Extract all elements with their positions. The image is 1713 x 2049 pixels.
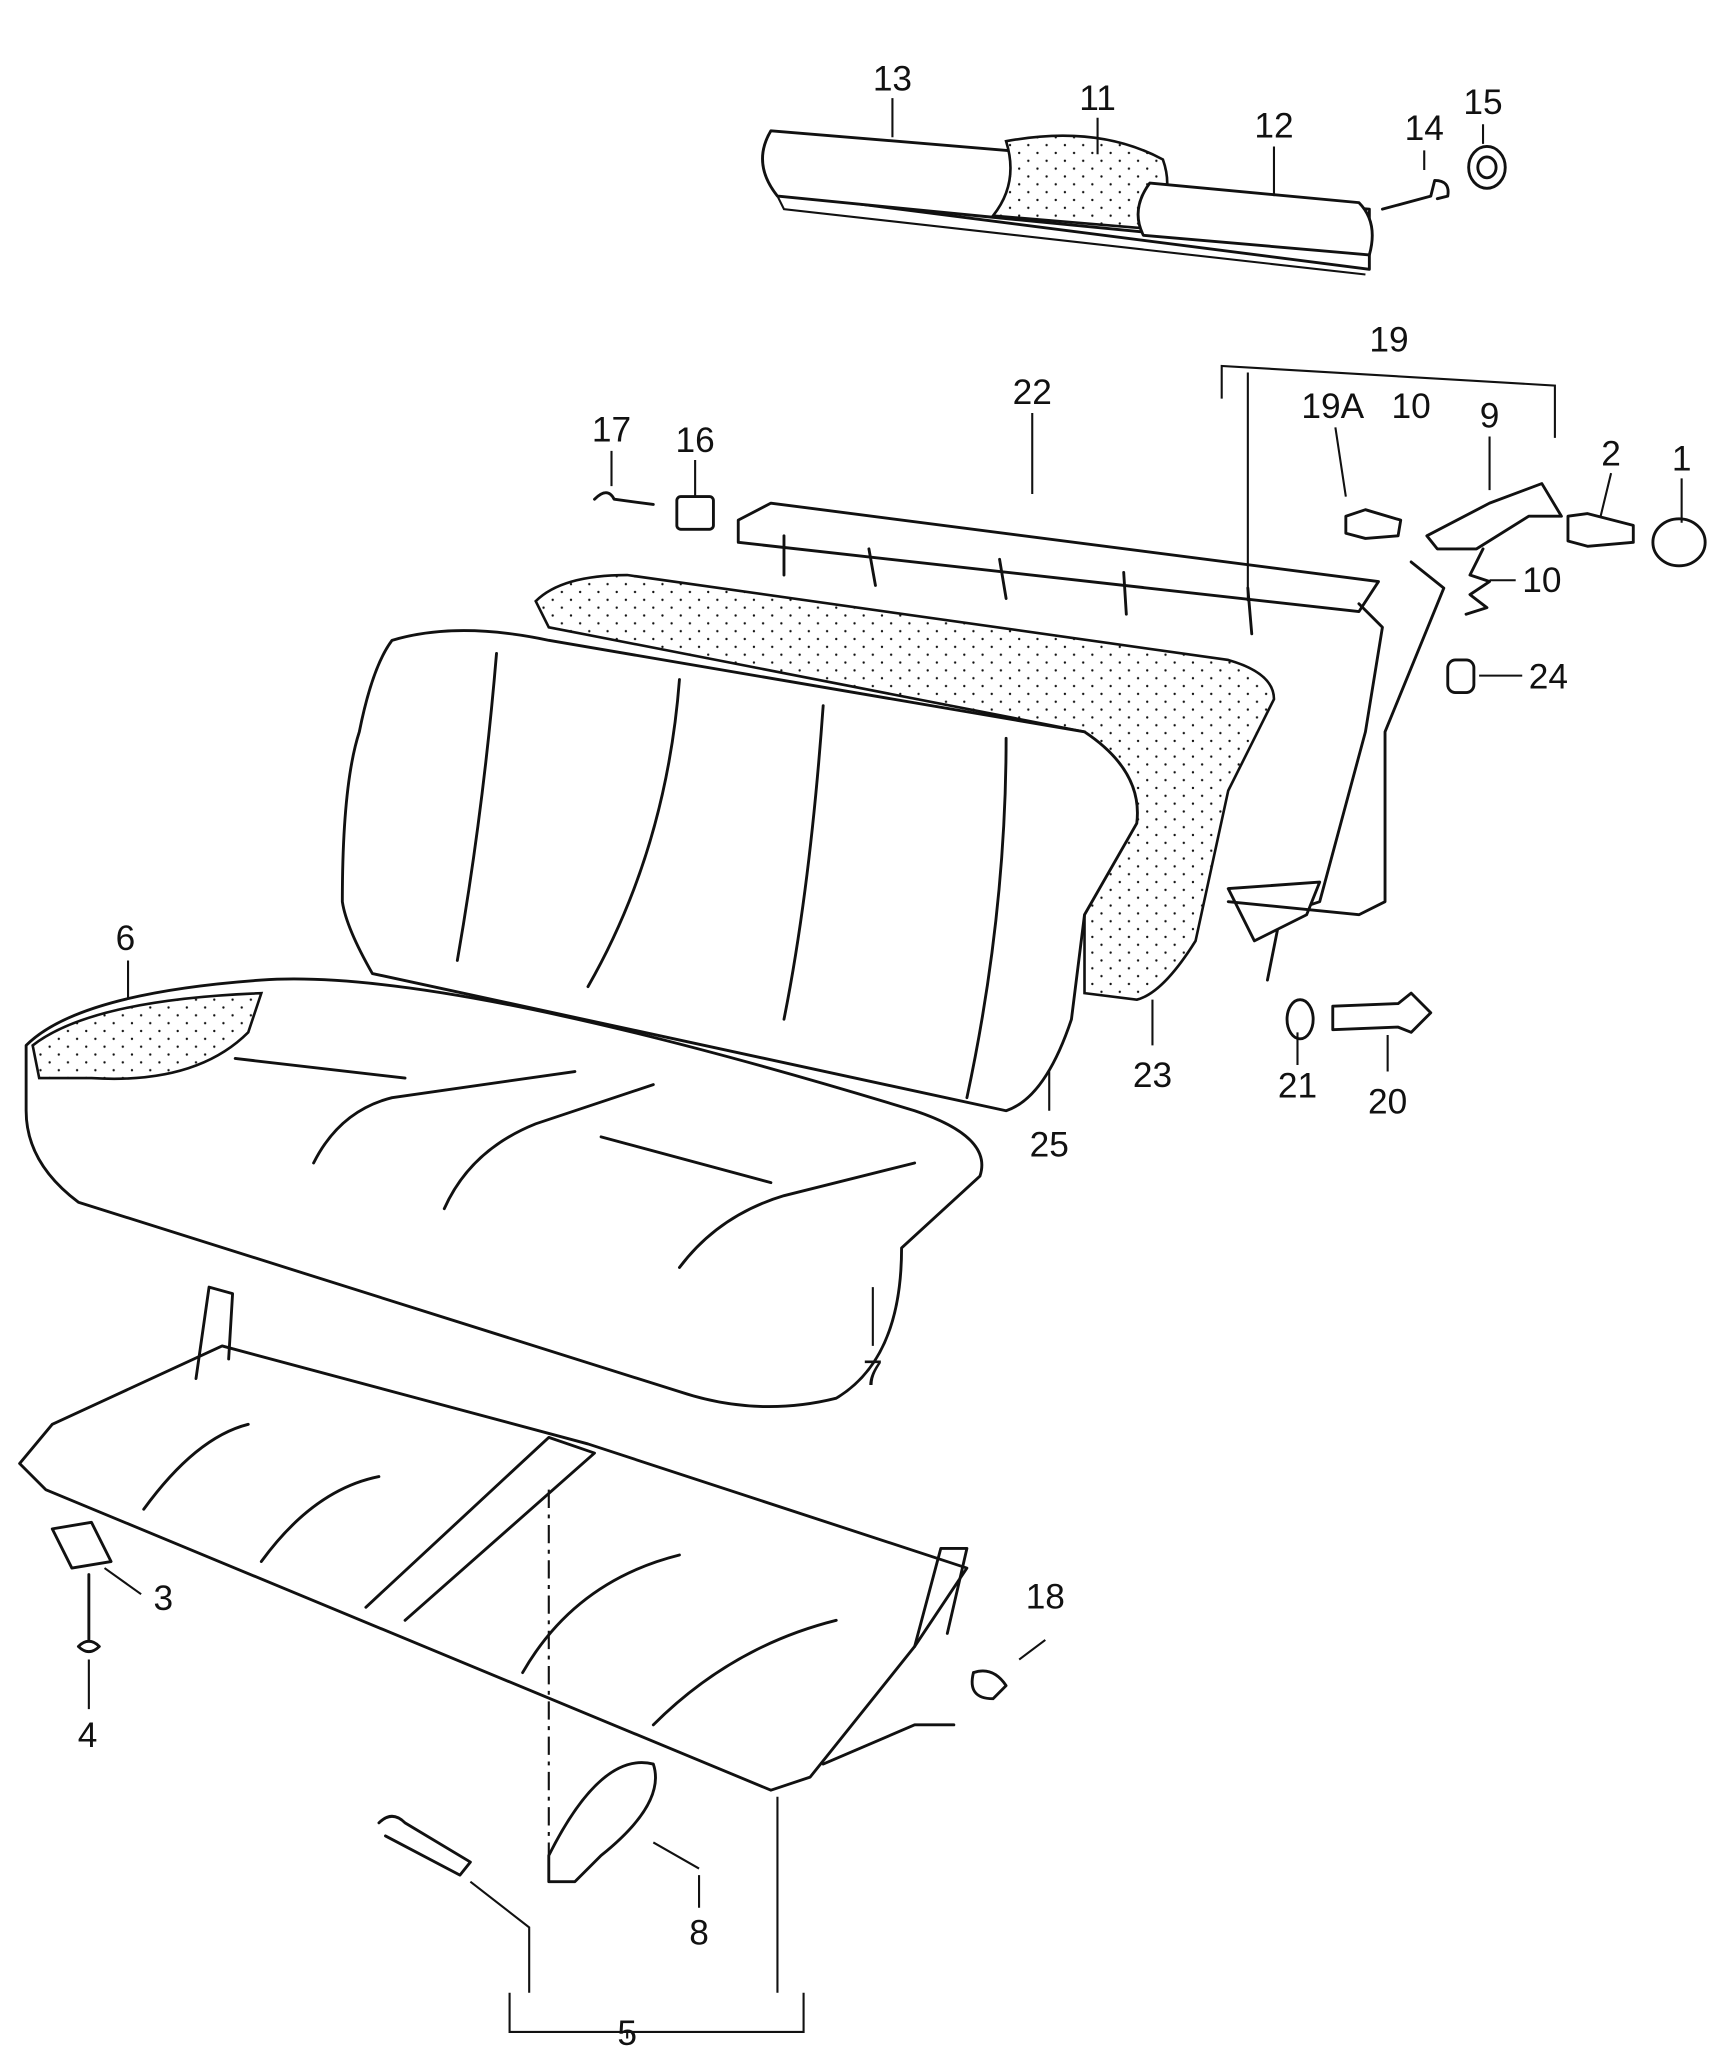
callout-9: 9	[1480, 396, 1500, 435]
callout-labels: 1 2 3 4 5 6 7 8 9 10 10 11 12 13 14 15 1…	[78, 59, 1692, 2049]
bolt-20	[1331, 991, 1433, 1034]
backrest-cover-25	[340, 629, 1139, 1113]
spring-10	[1464, 547, 1492, 616]
callout-3: 3	[154, 1579, 174, 1618]
headrest-trim-assembly	[761, 129, 1374, 276]
callout-8: 8	[689, 1913, 709, 1952]
side-trim-panel	[1226, 560, 1446, 917]
callout-10-lower: 10	[1522, 561, 1561, 600]
callout-24: 24	[1529, 658, 1568, 697]
callout-22: 22	[1013, 373, 1052, 412]
clip-18	[970, 1669, 1008, 1701]
lever-9	[1425, 482, 1563, 551]
clip-3	[50, 1520, 113, 1570]
callout-13: 13	[873, 59, 912, 98]
cap-1	[1651, 517, 1707, 568]
nut-16	[675, 495, 715, 531]
callout-15: 15	[1463, 83, 1502, 122]
callout-21: 21	[1278, 1067, 1317, 1106]
callout-25: 25	[1030, 1125, 1069, 1164]
grommet-24	[1446, 658, 1476, 695]
callout-5: 5	[617, 2014, 637, 2049]
callout-19a: 19A	[1301, 387, 1364, 426]
seat-cushion-7	[24, 977, 984, 1408]
callout-1: 1	[1672, 439, 1692, 478]
washer-21	[1285, 998, 1315, 1041]
seat-frame	[18, 1285, 969, 1792]
callout-7: 7	[863, 1354, 883, 1393]
callout-2: 2	[1601, 434, 1621, 473]
screw-4	[76, 1573, 101, 1654]
cap-15	[1467, 145, 1507, 190]
callout-4: 4	[78, 1716, 98, 1755]
bolt-2	[1566, 512, 1635, 548]
callout-18: 18	[1026, 1578, 1065, 1617]
bushing-19a	[1344, 508, 1403, 540]
callout-6: 6	[116, 919, 136, 958]
callout-11: 11	[1079, 79, 1116, 118]
screw-14	[1380, 178, 1450, 211]
callout-20: 20	[1368, 1082, 1407, 1121]
callout-14: 14	[1405, 109, 1444, 148]
bolt-5	[377, 1814, 472, 1877]
callout-19: 19	[1369, 321, 1408, 360]
backrest-frame-22	[736, 501, 1384, 982]
callout-10-upper: 10	[1392, 387, 1431, 426]
callout-17: 17	[592, 411, 631, 450]
screw-17	[593, 491, 655, 506]
strap-8	[547, 1761, 657, 1884]
callout-12: 12	[1254, 106, 1293, 145]
callout-23: 23	[1133, 1056, 1172, 1095]
callout-16: 16	[676, 421, 715, 460]
